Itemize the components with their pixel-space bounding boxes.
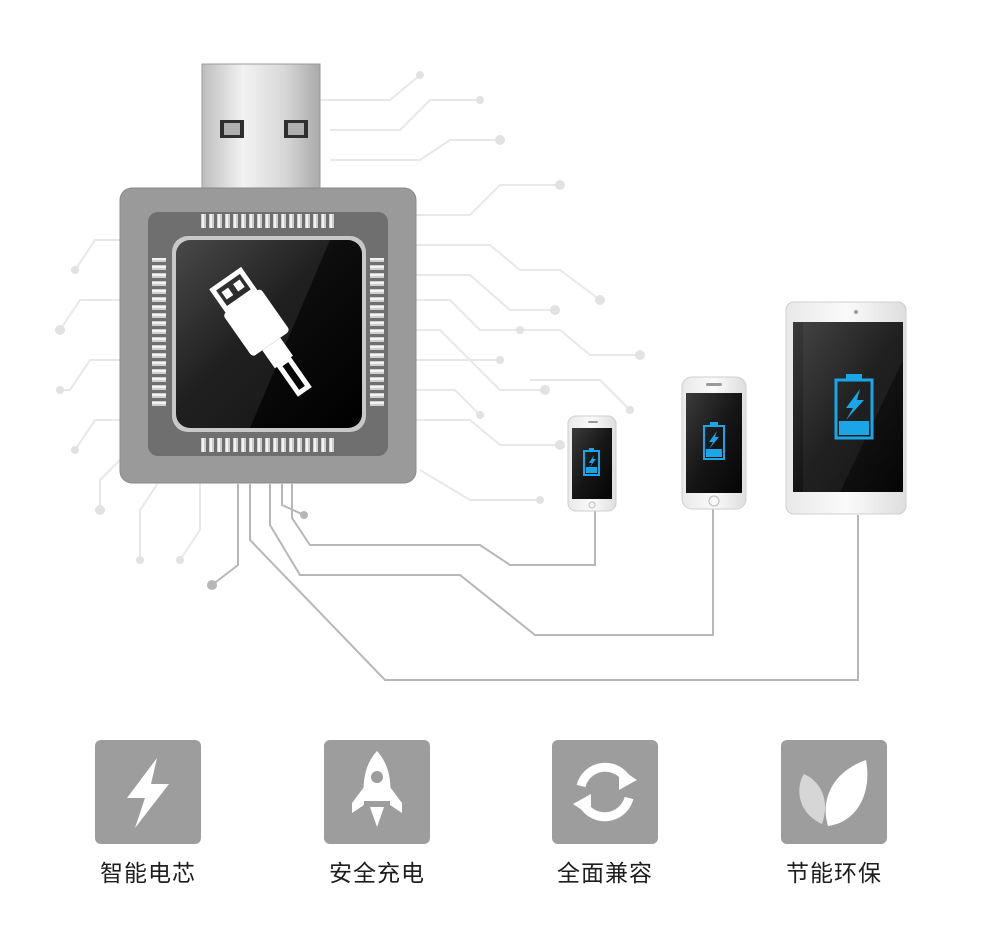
background-circuit bbox=[59, 74, 640, 561]
small-phone bbox=[567, 415, 617, 512]
medium-phone bbox=[681, 376, 747, 510]
feature-label: 智能电芯 bbox=[100, 861, 196, 887]
rocket-icon bbox=[352, 751, 402, 827]
feature-energy-saving: 节能环保 bbox=[754, 740, 914, 888]
feature-label: 全面兼容 bbox=[557, 861, 653, 887]
battery-icon bbox=[703, 422, 725, 460]
leaf-icon bbox=[799, 760, 868, 826]
usb-cable-icon bbox=[209, 266, 312, 397]
feature-full-compatibility: 全面兼容 bbox=[525, 740, 685, 888]
charging-chip bbox=[119, 187, 417, 484]
battery-icon bbox=[583, 448, 600, 476]
feature-smart-cell: 智能电芯 bbox=[68, 740, 228, 888]
cycle-arrows-icon bbox=[573, 762, 637, 822]
feature-tile bbox=[781, 740, 887, 844]
feature-tile bbox=[95, 740, 201, 844]
tablet bbox=[785, 301, 907, 515]
feature-tile bbox=[552, 740, 658, 844]
connection-wires bbox=[211, 484, 859, 681]
lightning-icon bbox=[127, 758, 169, 828]
background-circuit-nodes bbox=[55, 71, 645, 564]
usb-plug bbox=[201, 63, 321, 195]
battery-icon bbox=[834, 374, 874, 440]
feature-label: 安全充电 bbox=[329, 861, 425, 887]
feature-label: 节能环保 bbox=[786, 861, 882, 887]
feature-tile bbox=[324, 740, 430, 844]
feature-safe-charging: 安全充电 bbox=[297, 740, 457, 888]
